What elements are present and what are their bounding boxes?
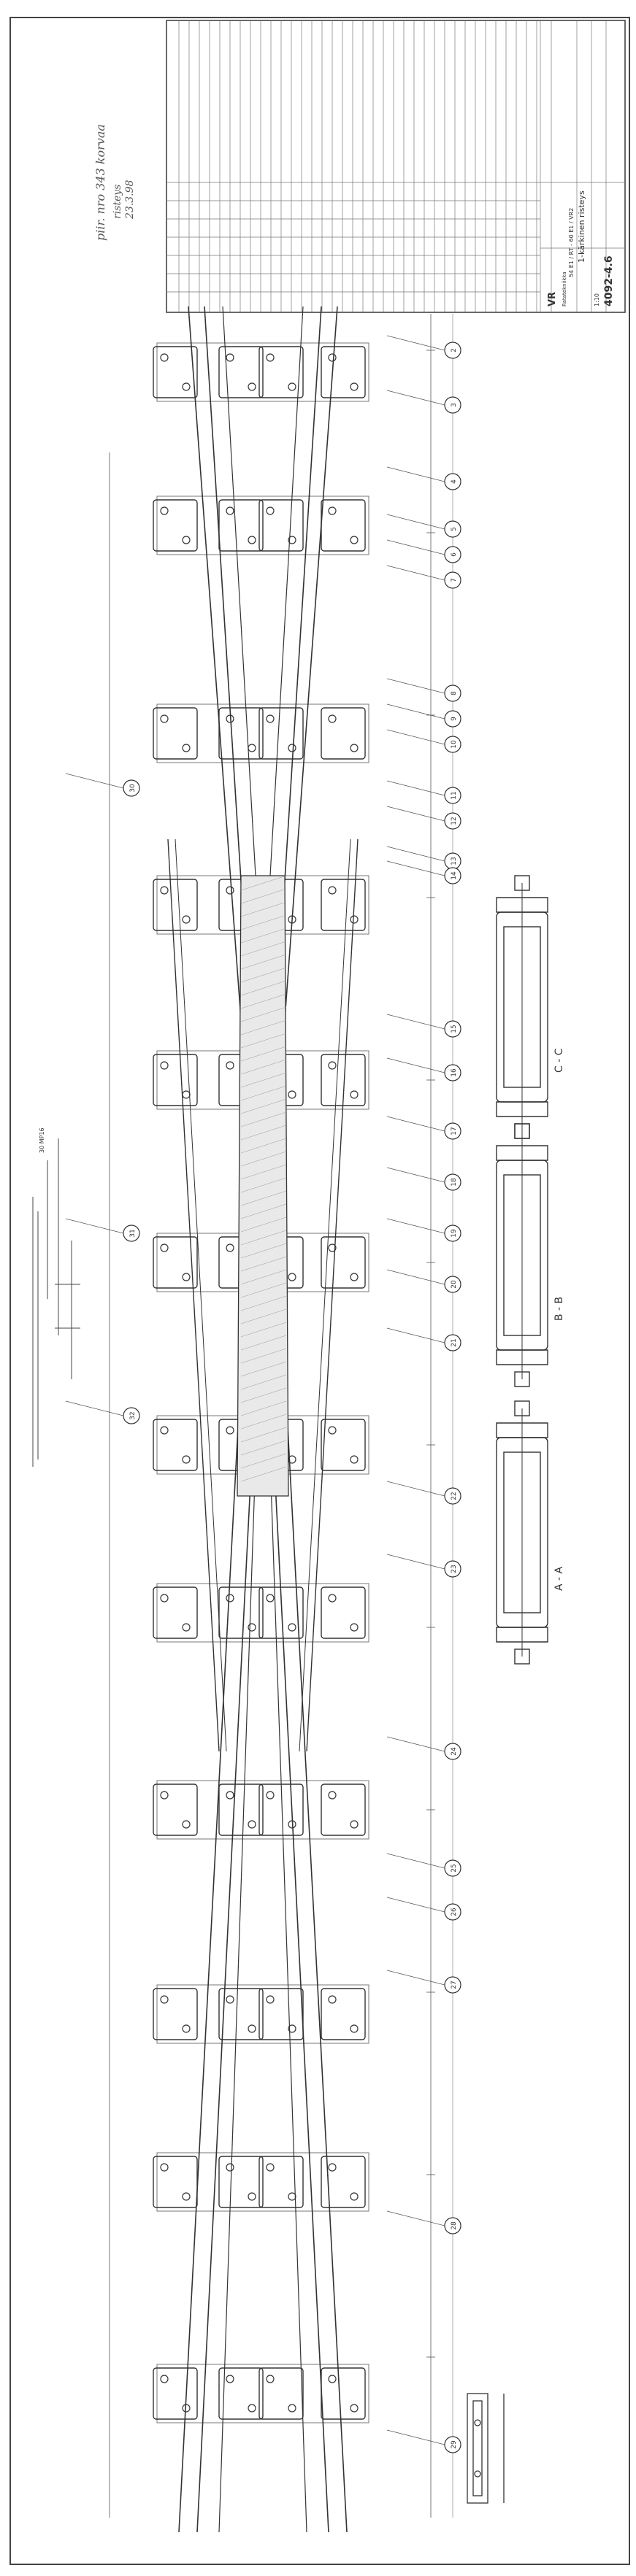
item-balloon: 14 (386, 860, 461, 884)
title-organization: VR (547, 292, 558, 306)
title-block: VR Ratatekniikka 1-kärkinen risteys 54 E… (166, 20, 626, 313)
tie (153, 342, 369, 402)
item-balloon: 11 (386, 780, 461, 804)
item-balloon: 4 (386, 466, 461, 490)
item-balloon: 30 (65, 773, 140, 797)
balloon-label: 29 (451, 2440, 458, 2449)
handwritten-line-2: risteys (112, 185, 123, 219)
tie (153, 2364, 369, 2423)
section-a-a (496, 1400, 548, 1665)
handwritten-line-3: 23.3.98 (124, 180, 136, 220)
balloon-label: 5 (451, 527, 458, 531)
balloon-label: 30 (129, 784, 137, 793)
item-balloon: 10 (386, 729, 461, 753)
balloon-label: 32 (129, 1411, 137, 1419)
section-b-label: B - B (553, 1297, 565, 1321)
balloon-label: 26 (451, 1908, 458, 1916)
balloon-label: 24 (451, 1747, 458, 1756)
balloon-label: 17 (451, 1127, 458, 1135)
handwritten-line-1: piir. nro 343 korvaa (93, 124, 107, 241)
item-balloon: 7 (386, 565, 461, 589)
item-balloon: 23 (386, 1554, 461, 1578)
item-balloon: 31 (65, 1218, 140, 1242)
section-c-label: C - C (553, 1048, 565, 1073)
item-balloon: 29 (386, 2429, 461, 2453)
item-balloon: 28 (386, 2210, 461, 2234)
balloon-label: 2 (451, 348, 458, 352)
item-balloon: 17 (386, 1116, 461, 1140)
item-balloon: 8 (386, 678, 461, 702)
handwritten-note: piir. nro 343 korvaa risteys 23.3.98 (93, 124, 136, 241)
item-balloon: 9 (386, 703, 461, 728)
item-balloon: 25 (386, 1853, 461, 1877)
item-balloon: 20 (386, 1269, 461, 1293)
balloon-label: 31 (129, 1229, 137, 1237)
balloon-label: 16 (451, 1068, 458, 1077)
balloon-label: 20 (451, 1280, 458, 1289)
drawing-number: 4092-4.6 (603, 255, 615, 306)
bracket-detail (467, 2393, 505, 2504)
balloon-label: 4 (451, 479, 458, 484)
item-balloons: 2345678910111213141516171819202122232425… (65, 335, 461, 2453)
balloon-label: 15 (451, 1025, 458, 1033)
balloon-label: 9 (451, 717, 458, 721)
balloon-label: 12 (451, 817, 458, 825)
title-line-2: 54 E1 / RT - 60 E1 / VR2 (568, 208, 575, 277)
tie (153, 703, 369, 763)
item-balloon: 6 (386, 539, 461, 563)
balloon-label: 27 (451, 1981, 458, 1989)
balloon-label: 19 (451, 1229, 458, 1238)
item-balloon: 24 (386, 1736, 461, 1760)
balloon-label: 21 (451, 1338, 458, 1346)
item-balloon: 15 (386, 1014, 461, 1038)
sheet-border (9, 17, 630, 2565)
balloon-label: 11 (451, 791, 458, 799)
profile-label: 30 MP16 (39, 1127, 45, 1153)
item-balloon: 3 (386, 390, 461, 414)
item-balloon: 16 (386, 1057, 461, 1081)
balloon-label: 28 (451, 2221, 458, 2230)
side-profile-view: 30 MP16 (32, 1127, 80, 1467)
tie (153, 1984, 369, 2044)
balloon-label: 25 (451, 1864, 458, 1872)
item-balloon: 2 (386, 335, 461, 359)
item-balloon: 32 (65, 1400, 140, 1424)
tie (153, 1780, 369, 1840)
balloon-label: 23 (451, 1565, 458, 1573)
title-line-1: 1-kärkinen risteys (577, 190, 586, 263)
drawing-scale: 1:10 (594, 293, 600, 306)
item-balloon: 5 (386, 514, 461, 538)
section-b-b (496, 1123, 548, 1387)
item-balloon: 26 (386, 1897, 461, 1921)
balloon-label: 18 (451, 1178, 458, 1187)
balloon-label: 8 (451, 691, 458, 695)
item-balloon: 21 (386, 1327, 461, 1351)
section-c-c (496, 875, 548, 1139)
item-balloon: 27 (386, 1970, 461, 1994)
item-balloon: 13 (386, 846, 461, 870)
item-balloon: 12 (386, 806, 461, 830)
balloon-label: 10 (451, 740, 458, 749)
item-balloon: 22 (386, 1481, 461, 1505)
crossing-assembly (109, 306, 453, 2533)
balloon-label: 13 (451, 857, 458, 865)
balloon-label: 14 (451, 871, 458, 880)
balloon-label: 7 (451, 578, 458, 582)
tie (153, 1583, 369, 1643)
tie (153, 2152, 369, 2212)
balloon-label: 6 (451, 552, 458, 557)
tie (153, 495, 369, 555)
section-a-label: A - A (553, 1566, 565, 1591)
balloon-label: 3 (451, 403, 458, 407)
balloon-label: 22 (451, 1492, 458, 1500)
item-balloon: 18 (386, 1167, 461, 1191)
title-department: Ratatekniikka (562, 271, 567, 306)
item-balloon: 19 (386, 1218, 461, 1242)
